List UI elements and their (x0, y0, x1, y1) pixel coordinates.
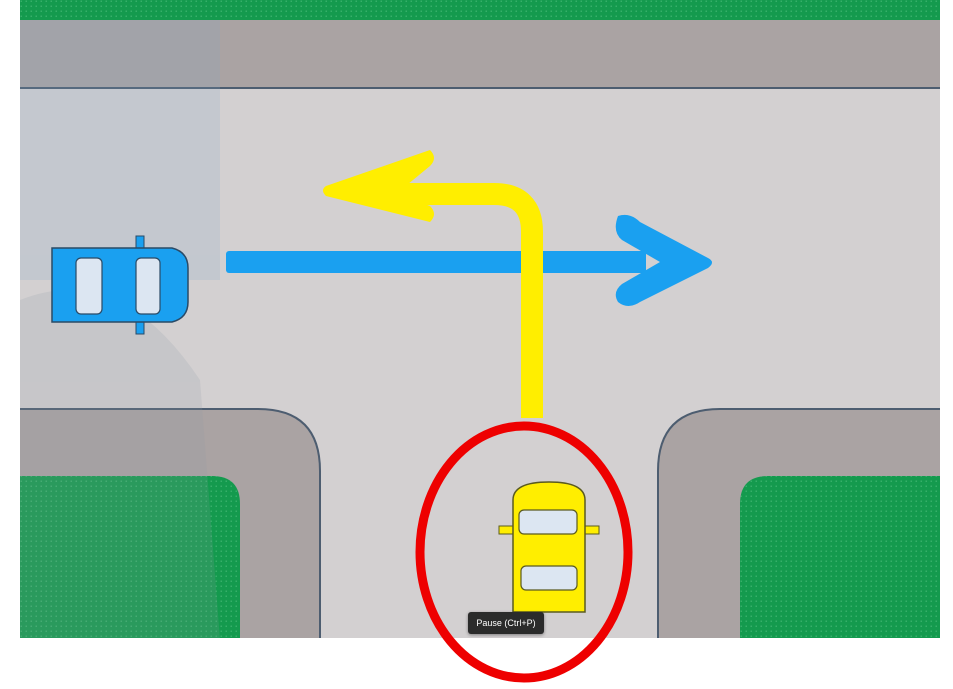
curb-line-bottom-left (20, 408, 321, 638)
curb-line-bottom-right (657, 408, 940, 638)
pause-tooltip: Pause (Ctrl+P) (468, 612, 544, 634)
yellow-left-turn-arrow-icon (323, 150, 543, 418)
sidewalk-top (20, 20, 940, 88)
watermark (20, 20, 220, 640)
blue-car-icon (51, 235, 189, 335)
yellow-car-icon (498, 481, 600, 613)
highlight-ring (415, 421, 633, 683)
